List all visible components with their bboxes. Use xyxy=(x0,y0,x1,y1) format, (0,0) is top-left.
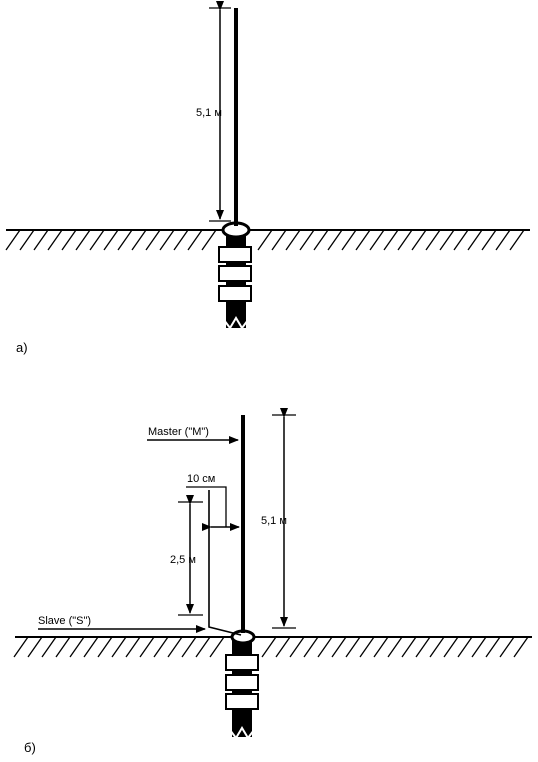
master-radiator xyxy=(241,415,245,633)
clamp-a-2 xyxy=(218,265,252,282)
spacing-leader xyxy=(186,486,227,527)
clamp-b-2 xyxy=(225,674,259,691)
clamp-a-3 xyxy=(218,285,252,302)
caption-b: б) xyxy=(24,740,36,755)
ground-hatch-a xyxy=(5,229,525,251)
slave-wire xyxy=(208,490,242,636)
diagram-a: 5,1 м а) xyxy=(5,1,530,355)
clamp-a-1 xyxy=(218,246,252,263)
master-label: Master ("M") xyxy=(148,426,209,438)
diagram-b: Master ("M") Slave ("S") 10 см 2,5 м 5,1… xyxy=(13,408,532,755)
clamp-b-1 xyxy=(225,654,259,671)
master-height-label: 5,1 м xyxy=(261,515,287,527)
spacing-label: 10 см xyxy=(187,473,215,485)
height-label-a: 5,1 м xyxy=(196,107,222,119)
clamp-b-3 xyxy=(225,693,259,710)
mast-cut-a xyxy=(223,316,249,330)
radiator-a xyxy=(234,8,238,226)
caption-a: а) xyxy=(16,340,28,355)
ground-hatch-b xyxy=(13,636,529,658)
slave-height-label: 2,5 м xyxy=(170,554,196,566)
mast-cut-b xyxy=(229,726,255,740)
slave-label: Slave ("S") xyxy=(38,615,91,627)
